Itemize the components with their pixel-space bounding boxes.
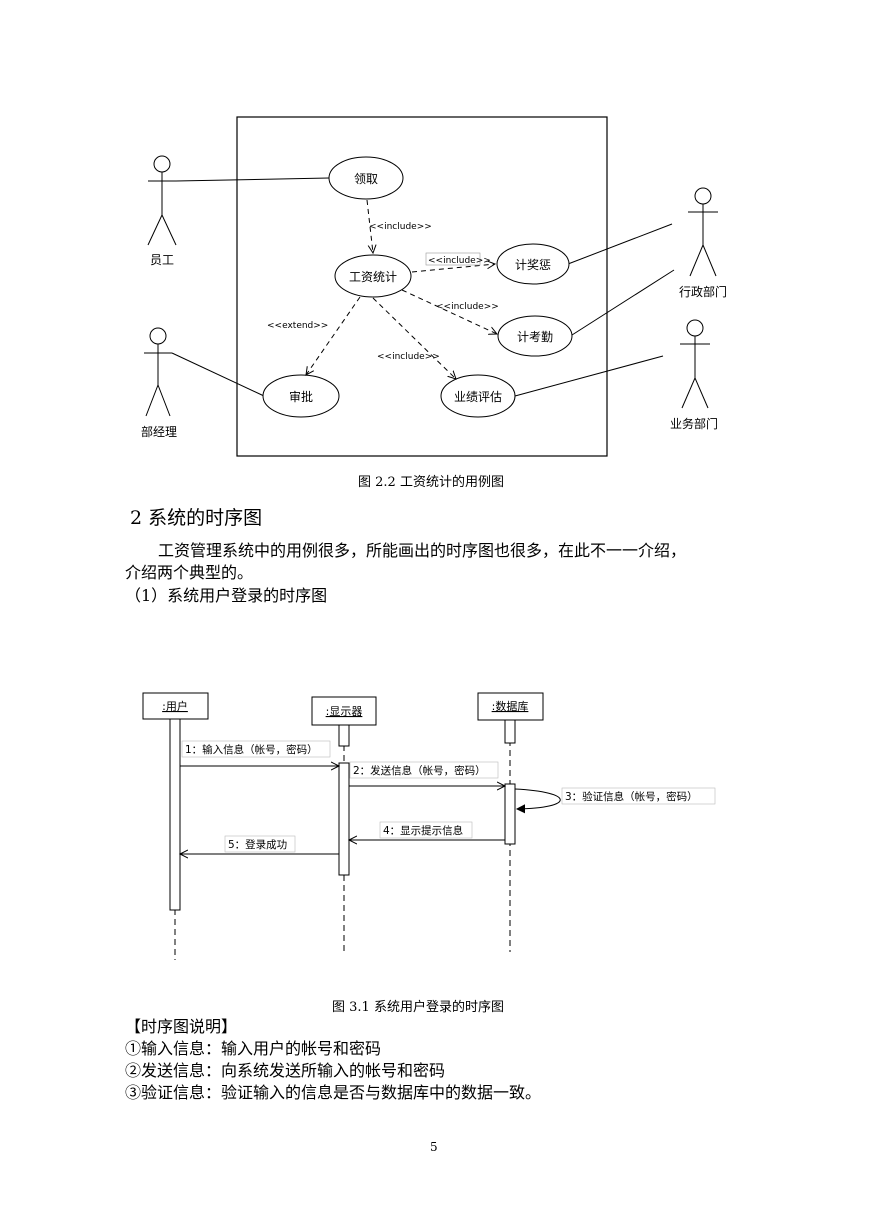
notes-title: 【时序图说明】 [125, 1017, 238, 1036]
lifeline-database: :数据库 [477, 692, 544, 721]
lifeline-user-label: :用户 [162, 699, 188, 713]
actor-dept-manager-label: 部经理 [141, 424, 177, 439]
extend-label-1: <<extend>> [267, 321, 328, 331]
usecase-salary-stat: 工资统计 [334, 254, 412, 298]
usecase-attendance: 计考勤 [497, 315, 573, 357]
activation-bars [169, 718, 516, 911]
include-label-4: <<include>> [377, 352, 440, 362]
message-5-box [224, 835, 296, 853]
actor-admin-dept [688, 187, 718, 277]
usecase-salary-stat-label: 工资统计 [349, 270, 397, 284]
usecase-reward-punish-label: 计奖惩 [515, 258, 551, 272]
system-boundary [236, 116, 608, 457]
usecase-caption: 图 2.2 工资统计的用例图 [358, 475, 504, 490]
notes-item-1: ①输入信息：输入用户的帐号和密码 [125, 1039, 382, 1058]
usecase-attendance-label: 计考勤 [517, 330, 553, 344]
include-label-2: <<include>> [428, 256, 491, 266]
include-label-2-box [425, 252, 481, 266]
message-4-box [379, 821, 473, 839]
include-label-1: <<include>> [369, 222, 432, 232]
usecase-receive: 领取 [328, 156, 404, 200]
section-paragraph-line-2: 介绍两个典型的。 [125, 563, 254, 582]
include-label-3: <<include>> [436, 302, 499, 312]
usecase-approve: 审批 [262, 374, 340, 418]
message-1-label: 1：输入信息（帐号，密码） [185, 743, 318, 756]
usecase-performance: 业绩评估 [440, 374, 516, 418]
lifeline-database-label: :数据库 [492, 699, 529, 713]
message-5-label: 5：登录成功 [228, 838, 287, 851]
associations [171, 177, 675, 397]
actor-admin-dept-label: 行政部门 [679, 284, 727, 299]
lifeline-dashes [174, 719, 511, 960]
usecase-approve-label: 审批 [289, 389, 313, 404]
notes-item-2: ②发送信息：向系统发送所输入的帐号和密码 [125, 1061, 446, 1080]
section-subheading: （1）系统用户登录的时序图 [125, 586, 328, 605]
dependency-lines [306, 199, 497, 379]
message-lines [180, 766, 561, 854]
sequence-caption: 图 3.1 系统用户登录的时序图 [332, 1000, 504, 1015]
usecase-reward-punish: 计奖惩 [496, 243, 570, 285]
message-1-box [181, 740, 331, 758]
section-paragraph-line-1: 工资管理系统中的用例很多，所能画出的时序图也很多，在此不一一介绍， [158, 541, 687, 560]
lifeline-display: :显示器 [311, 696, 377, 726]
actor-employee-label: 员工 [150, 253, 174, 267]
message-3-box [561, 787, 716, 805]
message-2-label: 2：发送信息（帐号，密码） [353, 764, 486, 777]
page-number: 5 [430, 1140, 438, 1154]
usecase-performance-label: 业绩评估 [454, 390, 502, 404]
message-2-box [349, 761, 499, 779]
actor-business-dept [680, 319, 710, 409]
actor-employee [147, 155, 177, 246]
actor-dept-manager [144, 327, 172, 417]
message-4-label: 4：显示提示信息 [383, 824, 463, 837]
lifeline-display-label: :显示器 [326, 705, 363, 718]
message-3-label: 3：验证信息（帐号，密码） [565, 790, 698, 803]
lifeline-user: :用户 [142, 692, 209, 720]
section-heading: 2 系统的时序图 [130, 507, 263, 529]
usecase-receive-label: 领取 [354, 172, 378, 186]
notes-item-3: ③验证信息：验证输入的信息是否与数据库中的数据一致。 [125, 1083, 542, 1102]
actor-business-dept-label: 业务部门 [670, 416, 718, 431]
usecase-diagram: 员工 行政部门 部经理 业务部门 [141, 116, 727, 457]
